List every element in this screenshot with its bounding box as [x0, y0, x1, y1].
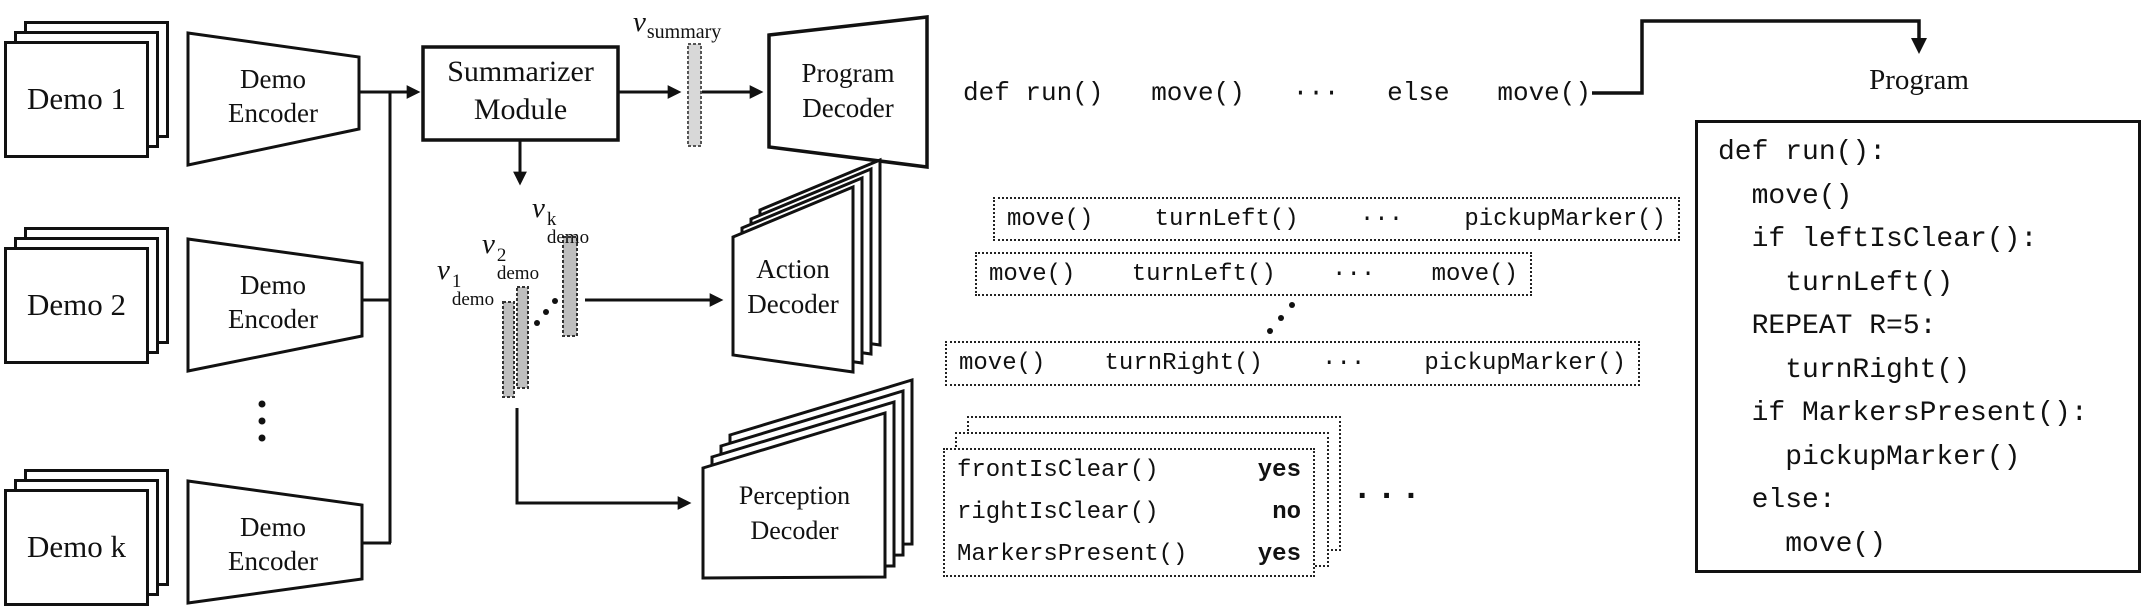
- perception-card-front: frontIsClear() yes rightIsClear() no Mar…: [943, 448, 1315, 577]
- v-demo-2-bar: [516, 286, 529, 389]
- demo2-page-front: [4, 247, 149, 364]
- action-decoder-label: Action Decoder: [747, 254, 839, 319]
- program-line: move(): [1718, 180, 1853, 212]
- action-sequence-row-1: move() turnLeft() ··· pickupMarker(): [993, 197, 1680, 241]
- perception-decoder-label: Perception Decoder: [738, 481, 851, 545]
- v-demo-1-sub: demo: [451, 289, 495, 310]
- summarizer-box: [421, 45, 620, 142]
- demo-encoder-1-label: Demo Encoder: [228, 64, 318, 128]
- program-line: if leftIsClear():: [1718, 224, 2038, 255]
- v-demo-1-bar: [502, 301, 515, 398]
- v-summary-base: v: [633, 6, 646, 38]
- demo-encoder-2-label: Demo Encoder: [228, 270, 318, 334]
- vdemo-to-perceptiondecoder-arrow: [515, 408, 692, 510]
- connector-lines: [359, 19, 1928, 545]
- action-sequence-row-2: move() turnLeft() ··· move(): [975, 252, 1532, 296]
- program-line: pickupMarker(): [1718, 441, 2021, 473]
- demok-page-front: [4, 489, 149, 606]
- perception-row: rightIsClear() no: [957, 498, 1301, 526]
- v-demo-k-sub: demo: [546, 227, 590, 248]
- program-decoder-shape: [767, 15, 929, 169]
- perception-more-ellipsis: ···: [1352, 478, 1426, 516]
- flow-token: else: [1387, 78, 1450, 108]
- program-text-to-box-arrow: [1592, 19, 1928, 95]
- perception-row: frontIsClear() yes: [957, 456, 1301, 484]
- v-summary-bar: [687, 43, 702, 147]
- flow-token: move(): [1497, 78, 1591, 108]
- action-sequence-row-3: move() turnRight() ··· pickupMarker(): [945, 341, 1640, 386]
- demo-encoder-2-shape: [186, 237, 364, 373]
- program-line: turnRight(): [1718, 354, 1971, 386]
- program-title: Program: [1869, 64, 1969, 96]
- perception-row: MarkersPresent() yes: [957, 540, 1301, 568]
- program-line: turnLeft(): [1718, 267, 1954, 299]
- v-demo-k-bar: [562, 236, 578, 337]
- program-line: def run():: [1718, 137, 1887, 168]
- decoded-program-token-stream: def run() move() ··· else move(): [963, 78, 1591, 108]
- program-box: def run(): move() if leftIsClear(): turn…: [1695, 120, 2141, 573]
- program-line: else:: [1718, 485, 1836, 516]
- flow-token: move(): [1151, 78, 1245, 108]
- demo-encoder-1-shape: [186, 31, 361, 167]
- flow-token: def run(): [963, 78, 1104, 108]
- demo-encoder-k-label: Demo Encoder: [228, 512, 318, 576]
- action-rows-diagonal-ellipsis: [1267, 302, 1295, 334]
- program-decoder-label: Program Decoder: [801, 58, 895, 123]
- demo-encoder-k-shape: [186, 479, 364, 605]
- summarizer-label: Summarizer Module: [447, 55, 594, 126]
- demo-column-vertical-ellipsis: [258, 400, 266, 442]
- program-line: REPEAT R=5:: [1718, 311, 1937, 342]
- action-decoder-stack: [731, 157, 882, 374]
- program-line: if MarkersPresent():: [1718, 398, 2088, 429]
- demo1-page-front: [4, 41, 149, 158]
- demok-label: Demo k: [26, 529, 126, 564]
- flow-token: ···: [1292, 78, 1340, 108]
- v-demo-1-sup: 1: [451, 271, 462, 292]
- demo2-label: Demo 2: [26, 287, 126, 322]
- v-demo-2-sup: 2: [496, 245, 507, 266]
- vdemo-diagonal-ellipsis: [534, 298, 558, 326]
- v-summary-label: vsummary: [633, 6, 721, 44]
- program-line: move(): [1718, 528, 1887, 560]
- v-demo-k-sup: k: [546, 209, 557, 230]
- v-summary-sub: summary: [646, 21, 722, 43]
- demo1-label: Demo 1: [26, 81, 126, 116]
- v-demo-2-sub: demo: [496, 263, 540, 284]
- perception-decoder-stack: [701, 377, 914, 580]
